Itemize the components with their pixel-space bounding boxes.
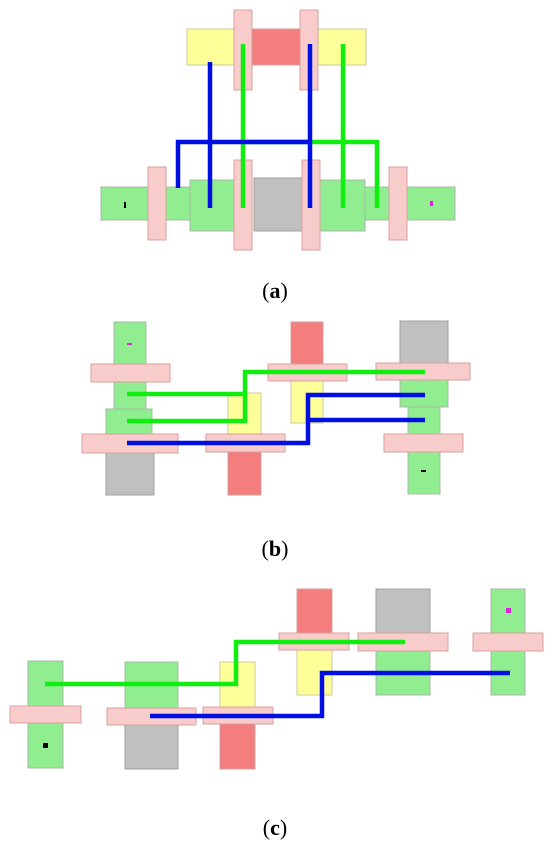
green-wire xyxy=(127,394,248,424)
contact-dot xyxy=(430,201,433,206)
red-block xyxy=(290,321,324,366)
caption-c: (c) xyxy=(263,815,287,840)
gate-bar xyxy=(90,363,171,383)
gate-bar xyxy=(383,433,464,453)
contact-dot xyxy=(421,470,426,472)
contact-dot xyxy=(506,608,511,613)
red-block xyxy=(249,28,303,66)
contact-dot xyxy=(127,343,132,345)
caption-b: (b) xyxy=(262,536,289,561)
gray-block xyxy=(105,452,155,496)
panel-a: (a) xyxy=(100,9,456,303)
panel-c: (c) xyxy=(9,588,544,840)
gate-stripe xyxy=(388,166,408,241)
blue-wire xyxy=(305,392,425,420)
green-block xyxy=(407,451,441,495)
blue-wire xyxy=(127,417,425,446)
gray-block xyxy=(253,177,303,232)
green-wire xyxy=(127,369,425,397)
red-block xyxy=(296,588,333,634)
panel-b: (b) xyxy=(81,320,471,561)
contact-dot xyxy=(124,202,126,208)
yellow-block xyxy=(186,28,238,66)
gray-block xyxy=(375,588,431,634)
contact-dot xyxy=(43,743,48,748)
caption-a: (a) xyxy=(262,278,288,303)
blue-wire xyxy=(150,670,510,719)
blue-wire xyxy=(175,139,310,188)
green-block xyxy=(189,179,236,232)
green-wire xyxy=(45,639,405,687)
gray-block xyxy=(399,320,449,364)
gray-block xyxy=(124,724,179,770)
gate-stripe xyxy=(147,166,167,241)
red-block xyxy=(227,451,262,496)
gate-bar xyxy=(472,632,544,652)
green-block xyxy=(165,186,191,221)
red-block xyxy=(219,723,256,770)
gate-bar xyxy=(9,705,82,724)
